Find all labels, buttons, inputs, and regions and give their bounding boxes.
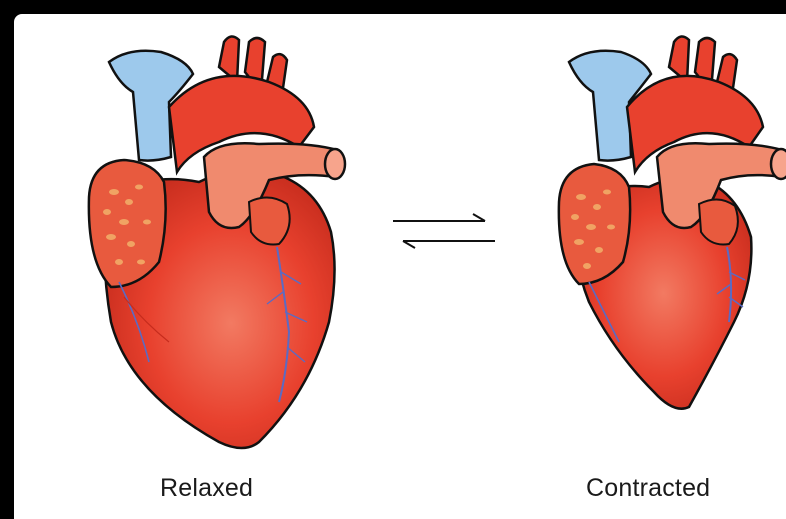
- right-arrow-icon: [393, 214, 485, 221]
- contracted-heart-illustration: [539, 22, 786, 442]
- contracted-label: Contracted: [586, 474, 710, 503]
- reversible-arrows: [389, 208, 499, 253]
- relaxed-label: Relaxed: [160, 474, 253, 503]
- diagram-canvas: Relaxed Contracted: [14, 14, 786, 519]
- relaxed-heart-illustration: [69, 22, 369, 462]
- left-arrow-icon: [403, 241, 495, 248]
